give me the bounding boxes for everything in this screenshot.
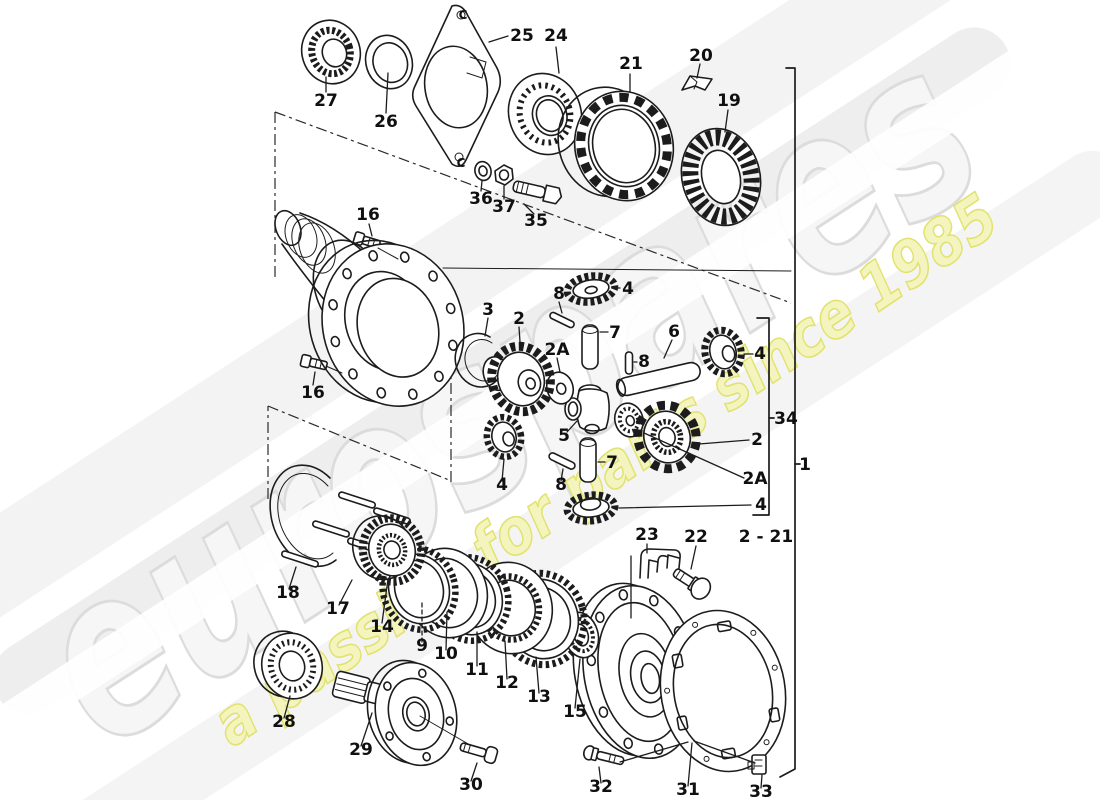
group-label-34: 34 — [774, 409, 798, 429]
plate-mark-c-top: C — [459, 8, 468, 22]
part-label-14: 14 — [370, 617, 394, 637]
part-label-16-bottom: 16 — [301, 383, 325, 403]
part-washer-36 — [474, 160, 492, 182]
part-pin-7-top — [581, 324, 599, 370]
part-label-16-top: 16 — [356, 205, 380, 225]
part-label-13: 13 — [527, 687, 551, 707]
part-label-7-top: 7 — [609, 323, 621, 343]
part-gear-carrier-21 — [557, 86, 675, 202]
part-pinion-gear-4-top — [563, 272, 619, 306]
part-seal-ring-26 — [364, 34, 414, 90]
part-cover-plate-25 — [411, 4, 502, 168]
part-label-21: 21 — [619, 54, 643, 74]
part-label-8-low: 8 — [555, 475, 567, 495]
part-lock-clip-20 — [681, 75, 713, 91]
part-crown-washer-19 — [680, 127, 762, 227]
part-label-4-lowleft: 4 — [496, 475, 508, 495]
part-bolt-32 — [582, 745, 625, 766]
group-label-2-21: 2 - 21 — [739, 527, 793, 547]
plate-mark-c-bottom: C — [457, 156, 466, 170]
part-label-8-top: 8 — [553, 284, 565, 304]
part-label-31: 31 — [676, 780, 700, 800]
part-label-15: 15 — [563, 702, 587, 722]
part-side-gear-2-left — [482, 341, 555, 417]
group-label-1: 1 — [799, 455, 811, 475]
part-label-27: 27 — [314, 91, 338, 111]
part-label-9: 9 — [416, 636, 428, 656]
part-bolt-30 — [459, 742, 499, 765]
part-label-17: 17 — [326, 599, 350, 619]
part-label-10: 10 — [434, 644, 458, 664]
part-retaining-ring-31 — [659, 609, 787, 773]
part-pinion-gear-4-right — [701, 326, 745, 378]
part-label-11: 11 — [465, 660, 489, 680]
part-label-22: 22 — [684, 527, 708, 547]
part-label-4-top: 4 — [622, 279, 634, 299]
part-label-2-right: 2 — [751, 430, 763, 450]
part-plug-22 — [672, 568, 712, 600]
part-label-33: 33 — [749, 782, 773, 800]
part-clip-33 — [747, 754, 767, 775]
part-label-12: 12 — [495, 673, 519, 693]
assembly-brackets — [752, 67, 801, 778]
part-label-2-left: 2 — [513, 309, 525, 329]
part-label-6: 6 — [668, 322, 680, 342]
part-label-19: 19 — [717, 91, 741, 111]
part-label-7-low: 7 — [606, 453, 618, 473]
part-spider-5 — [564, 384, 610, 435]
part-label-23: 23 — [635, 525, 659, 545]
part-differential-housing — [274, 209, 465, 407]
callout-labels: 27 26 25 24 21 20 19 36 37 35 16 16 3 2 … — [272, 8, 811, 800]
part-label-32: 32 — [589, 777, 613, 797]
part-bearing-27 — [300, 19, 362, 85]
part-label-24: 24 — [544, 26, 568, 46]
part-bolt-35 — [512, 180, 563, 205]
part-label-28: 28 — [272, 712, 296, 732]
part-label-3: 3 — [482, 300, 494, 320]
part-label-37: 37 — [492, 197, 516, 217]
part-pin-8-low — [548, 452, 576, 470]
part-pin-8-mid — [624, 351, 634, 375]
part-label-26: 26 — [374, 112, 398, 132]
part-label-4-bottom: 4 — [755, 495, 767, 515]
part-pinion-gear-4-lowleft — [483, 413, 525, 461]
part-label-25: 25 — [510, 26, 534, 46]
part-label-35: 35 — [524, 211, 548, 231]
part-spring-clip-23 — [639, 548, 681, 579]
part-label-20: 20 — [689, 46, 713, 66]
part-pin-7-low — [579, 437, 597, 483]
part-label-5: 5 — [558, 426, 570, 446]
part-label-36: 36 — [469, 189, 493, 209]
part-label-4-right: 4 — [754, 344, 766, 364]
part-bearing-28 — [253, 630, 324, 700]
part-label-2a-right: 2A — [743, 469, 769, 489]
part-label-29: 29 — [349, 740, 373, 760]
part-pin-8-top — [549, 311, 575, 329]
boundary-lines — [267, 111, 792, 499]
part-splined-hub-14 — [351, 514, 426, 586]
part-shaft-6 — [615, 361, 701, 397]
part-label-30: 30 — [459, 775, 483, 795]
part-snap-ring-3 — [454, 332, 499, 388]
part-label-8-mid: 8 — [638, 352, 650, 372]
part-nut-37 — [494, 164, 514, 186]
leader-lines — [283, 35, 763, 789]
part-label-2a-left: 2A — [545, 340, 571, 360]
part-label-18: 18 — [276, 583, 300, 603]
